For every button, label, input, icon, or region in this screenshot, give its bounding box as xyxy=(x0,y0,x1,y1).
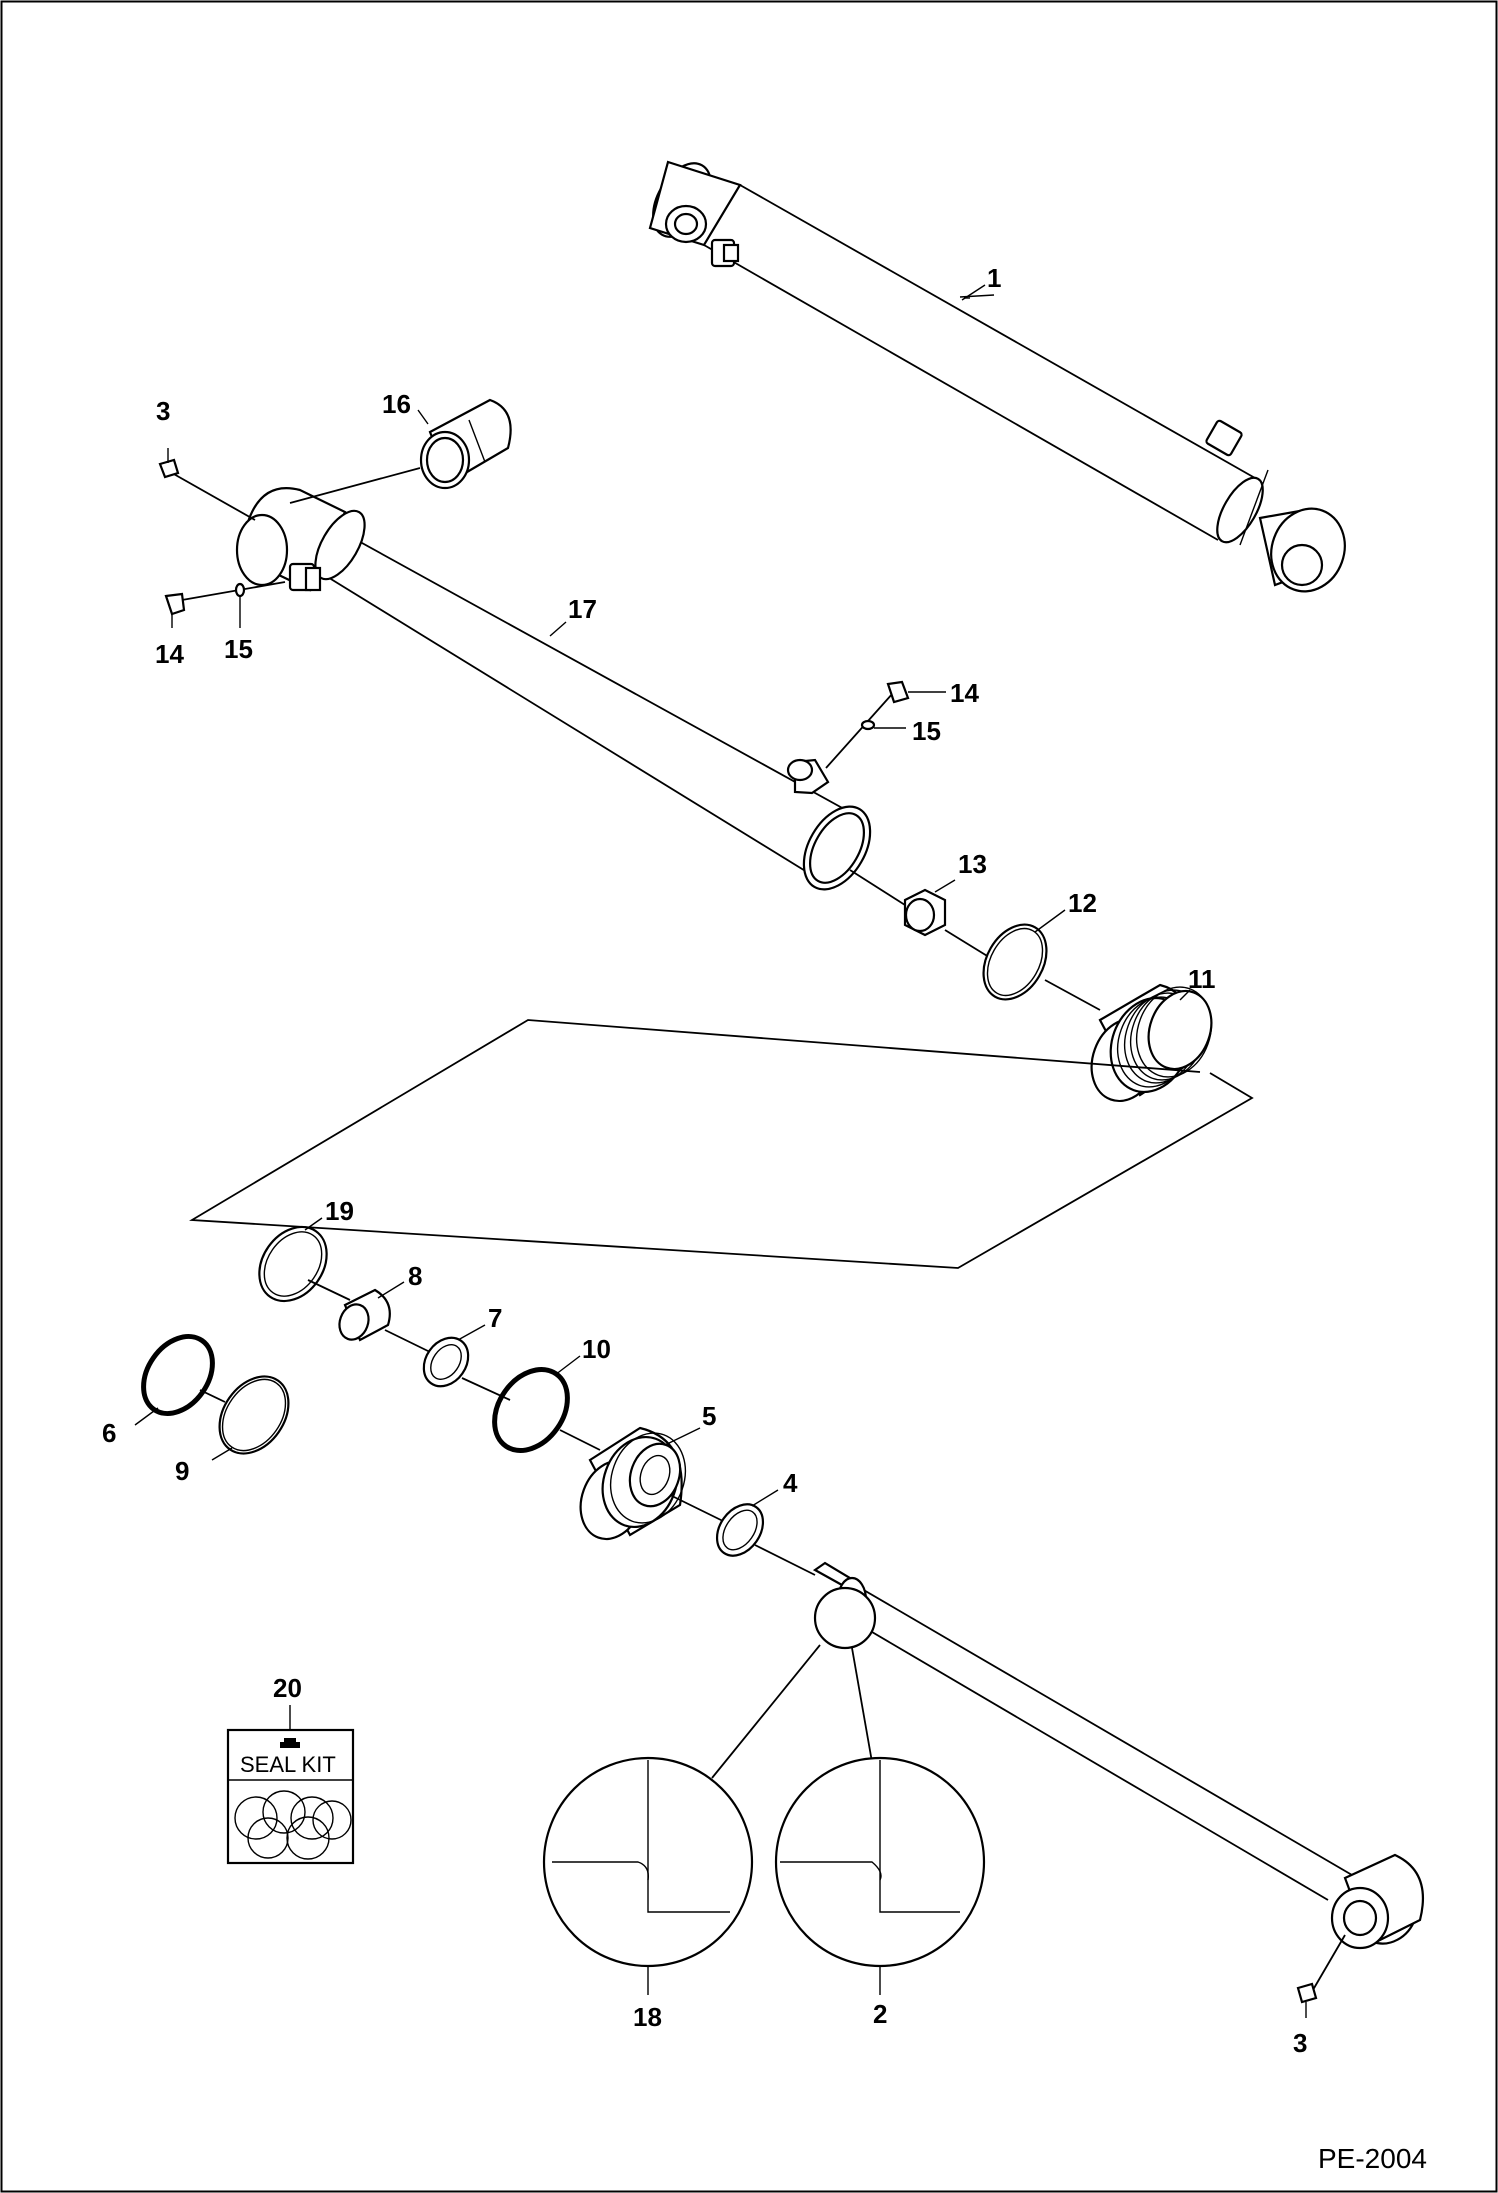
callout-13: 13 xyxy=(958,849,987,879)
o-ring-part-12 xyxy=(982,909,1101,1011)
callout-17: 17 xyxy=(568,594,597,624)
leader-line-17 xyxy=(549,621,567,637)
grease-fitting-part-3-bottom xyxy=(1296,1934,1346,2018)
callout-9: 9 xyxy=(175,1456,189,1486)
callout-5: 5 xyxy=(702,1401,716,1431)
piston-part-11 xyxy=(1090,983,1213,1103)
bushing-part-8 xyxy=(338,1281,431,1353)
nut-part-13 xyxy=(849,869,1011,971)
callout-1: 1 xyxy=(987,263,1001,293)
callout-14-right: 14 xyxy=(950,678,979,708)
wiper-seal-part-4 xyxy=(715,1489,816,1576)
seal-kit-label: SEAL KIT xyxy=(240,1752,336,1777)
cylinder-assembly-part-1 xyxy=(648,160,1346,593)
gland-part-5 xyxy=(579,1426,726,1541)
plug-part-14-right xyxy=(825,680,946,769)
callout-19: 19 xyxy=(325,1196,354,1226)
ring-part-9 xyxy=(211,1375,290,1461)
plug-part-14-left xyxy=(164,581,286,628)
callout-20: 20 xyxy=(273,1673,302,1703)
seal-kit-part-20 xyxy=(226,1705,355,1865)
callout-10: 10 xyxy=(582,1334,611,1364)
callout-14-left: 14 xyxy=(155,639,184,669)
callout-2: 2 xyxy=(873,1999,887,2029)
callout-11: 11 xyxy=(1188,964,1216,994)
exploded-view-bracket xyxy=(189,1019,1254,1269)
callout-16: 16 xyxy=(382,389,411,419)
barrel-part-17 xyxy=(235,487,872,891)
callout-8: 8 xyxy=(408,1261,422,1291)
o-ring-part-6 xyxy=(134,1334,226,1426)
callout-18: 18 xyxy=(633,2002,662,2032)
callout-3-top: 3 xyxy=(156,396,170,426)
grease-fitting-part-3-top xyxy=(158,448,256,521)
callout-7: 7 xyxy=(488,1303,502,1333)
callout-4: 4 xyxy=(783,1468,798,1498)
callout-3-bottom: 3 xyxy=(1293,2028,1307,2058)
seal-part-7 xyxy=(422,1324,511,1401)
wear-ring-part-19 xyxy=(258,1217,351,1303)
o-ring-part-10 xyxy=(492,1355,601,1453)
rod-part-2 xyxy=(812,1561,1424,1950)
reference-code: PE-2004 xyxy=(1318,2143,1427,2174)
detail-view-circles xyxy=(542,1586,986,1995)
bushing-part-16 xyxy=(289,398,512,504)
leader-line-1 xyxy=(961,284,986,301)
callout-15-left: 15 xyxy=(224,634,253,664)
callout-15-right: 15 xyxy=(912,716,941,746)
callout-6: 6 xyxy=(102,1418,116,1448)
callout-12: 12 xyxy=(1068,888,1097,918)
